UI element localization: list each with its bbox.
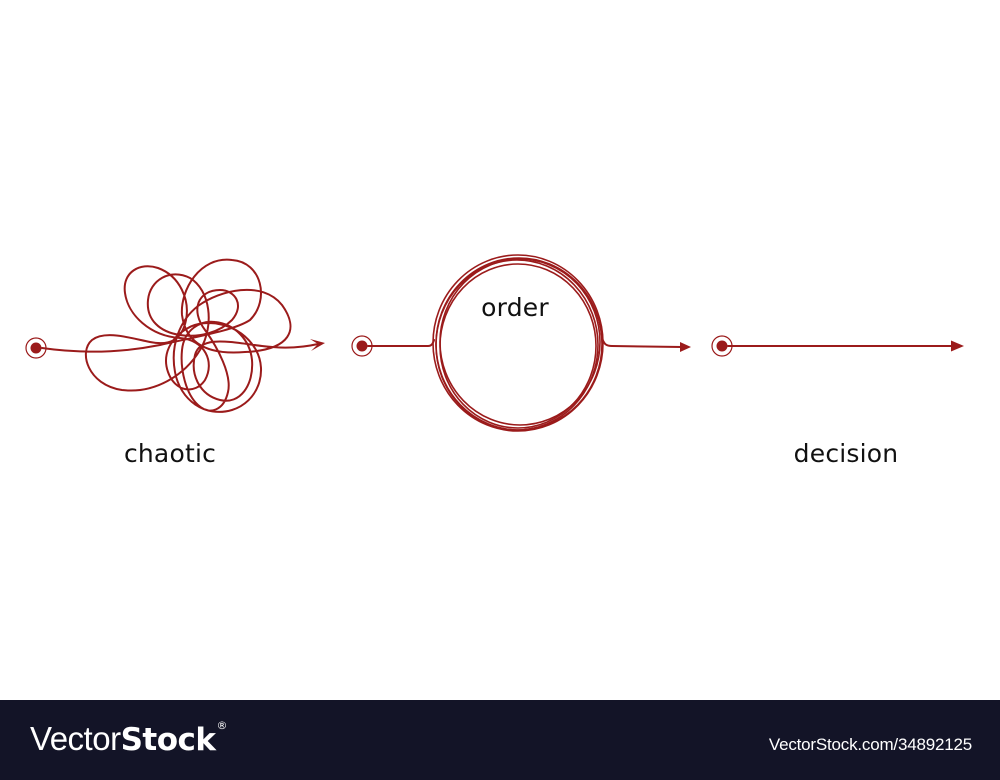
order-stage bbox=[351, 254, 691, 432]
arrowhead-icon bbox=[310, 339, 325, 351]
logo-text-light: Vector bbox=[30, 720, 121, 757]
order-circle-loops bbox=[432, 254, 604, 432]
diagram-canvas: chaotic order decision bbox=[25, 254, 964, 468]
order-exit-line bbox=[601, 337, 683, 348]
logo-text-bold: Stock bbox=[120, 722, 216, 758]
label-decision: decision bbox=[793, 439, 899, 468]
order-lead-in-line bbox=[367, 339, 435, 347]
label-chaotic: chaotic bbox=[123, 439, 217, 468]
arrowhead-icon bbox=[951, 340, 964, 352]
image-id-link[interactable]: VectorStock.com/34892125 bbox=[768, 735, 972, 754]
chaotic-stage bbox=[25, 258, 325, 413]
arrowhead-icon bbox=[680, 342, 691, 352]
registered-mark: ® bbox=[216, 719, 228, 732]
watermark-footer: VectorStock® VectorStock.com/34892125 bbox=[0, 700, 1000, 780]
vectorstock-logo: VectorStock® bbox=[30, 719, 228, 758]
label-order: order bbox=[481, 293, 549, 322]
decision-stage bbox=[711, 335, 964, 357]
process-diagram bbox=[25, 254, 964, 432]
tangled-path bbox=[41, 258, 319, 413]
